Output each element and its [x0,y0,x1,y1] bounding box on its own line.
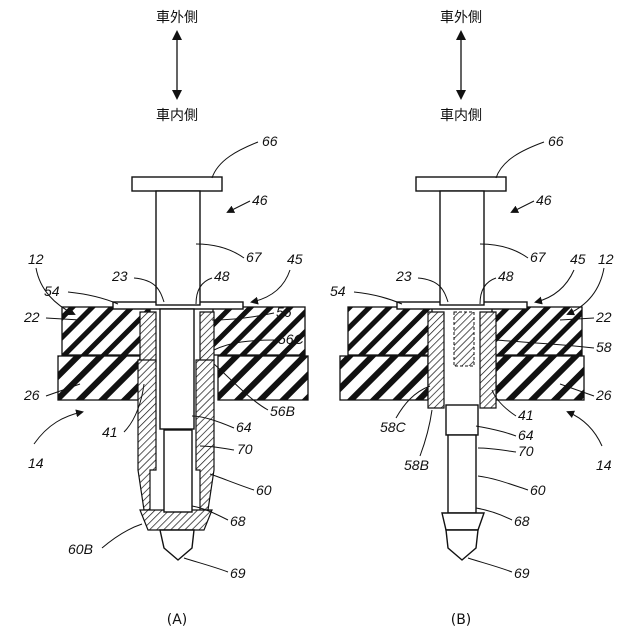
rivet-body-tip [140,510,212,530]
pin-tip [160,530,194,560]
direction-outside-label: 車外側 [440,9,482,26]
rivet-body-tip [442,513,484,530]
leader-69 [468,558,512,572]
ref-45: 45 [287,251,303,267]
sleeve-left [428,312,444,408]
direction-inside-label: 車内側 [156,107,198,124]
sleeve-right [200,312,214,362]
leader-45 [252,270,290,302]
body-panel-right [496,356,584,400]
arrow-head-down-icon [172,90,182,100]
ref-56c: 56C [278,331,305,347]
ref-41: 41 [102,424,118,440]
ref-58b: 58B [404,457,429,473]
leader-60 [478,476,528,490]
ref-60: 60 [256,482,272,498]
ref-66: 66 [548,133,564,149]
ref-54: 54 [330,283,346,299]
ref-54: 54 [44,283,60,299]
direction-inside-label: 車内側 [440,107,482,124]
ref-60b: 60B [68,541,93,557]
pin-tip [446,530,478,560]
caption-b: (B) [451,612,472,628]
sleeve-left [140,312,156,362]
rivet-body-left [138,360,156,510]
leader-46 [228,201,250,212]
ref-67: 67 [246,249,263,265]
ref-14: 14 [596,457,612,473]
leader-64 [476,426,516,436]
arrow-head-up-icon [172,30,182,40]
ref-46: 46 [536,192,552,208]
body-panel-right [218,356,308,400]
ref-70: 70 [237,441,253,457]
direction-outside-label: 車外側 [156,9,198,26]
arrow-head-down-icon [456,90,466,100]
ref-48: 48 [214,268,230,284]
ref-69: 69 [514,565,530,581]
ref-69: 69 [230,565,246,581]
body-panel-left [58,356,140,400]
leader-54 [354,292,402,304]
ref-23: 23 [111,268,128,284]
leader-60 [210,474,254,490]
leader-45 [536,270,574,302]
ref-58c: 58C [380,419,407,435]
ref-64: 64 [236,419,252,435]
ref-41: 41 [518,407,534,423]
leader-60b [102,524,142,548]
ref-48: 48 [498,268,514,284]
ref-70: 70 [518,443,534,459]
leader-69 [184,558,228,572]
ref-66: 66 [262,133,278,149]
ref-26: 26 [23,387,40,403]
ref-56: 56 [276,304,292,320]
ref-46: 46 [252,192,268,208]
ref-14: 14 [28,455,44,471]
leader-14 [34,412,82,444]
ref-68: 68 [514,513,530,529]
panel-b: 車外側 車内側 66 46 67 45 12 23 [330,9,614,628]
ref-12: 12 [28,251,44,267]
body-panel-left [340,356,428,400]
leader-46 [512,201,534,212]
pin-lower [448,435,476,513]
ref-58: 58 [596,339,612,355]
pin-lower [164,430,192,512]
trim-panel-left [348,307,432,355]
pin-head [132,177,222,191]
ref-22: 22 [23,309,40,325]
sleeve-collapsed-section [454,312,474,366]
pin-head [416,177,506,191]
ref-60: 60 [530,482,546,498]
leader-70 [478,448,516,452]
ref-26: 26 [595,387,612,403]
caption-a: (A) [167,612,188,628]
ref-67: 67 [530,249,547,265]
pin-shank [156,191,200,305]
leader-67 [480,244,528,258]
panel-a: 車外側 車内側 66 46 67 12 45 [23,9,308,628]
leader-66 [496,142,544,178]
leader-58b [420,410,432,456]
ref-45: 45 [570,251,586,267]
ref-68: 68 [230,513,246,529]
ref-12: 12 [598,251,614,267]
pin-shank [440,191,484,305]
pin-shaft [160,309,194,429]
leader-67 [196,244,244,258]
leader-66 [212,142,258,178]
leader-54 [68,292,118,304]
leader-14 [568,412,602,446]
pin-shaft [446,405,478,435]
ref-22: 22 [595,309,612,325]
ref-23: 23 [395,268,412,284]
arrow-head-up-icon [456,30,466,40]
trim-panel-left [62,307,150,355]
rivet-body-right [196,360,214,510]
ref-64: 64 [518,427,534,443]
ref-56b: 56B [270,403,295,419]
